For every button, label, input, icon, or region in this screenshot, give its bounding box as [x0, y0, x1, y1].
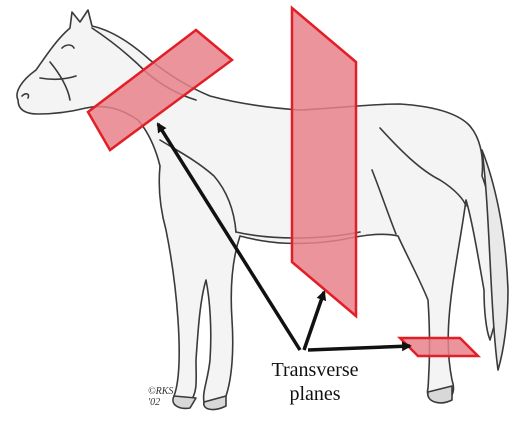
plane-trunk: [292, 8, 356, 316]
arrow-to-trunk-plane: [304, 292, 324, 350]
caption-line-1: Transverse: [250, 358, 380, 382]
artist-signature: ©RKS '02: [148, 386, 188, 408]
transverse-planes-label: Transverse planes: [250, 358, 380, 406]
plane-hind-leg: [400, 338, 478, 356]
signature-line-2: '02: [148, 397, 188, 408]
signature-line-1: ©RKS: [148, 386, 188, 397]
caption-line-2: planes: [250, 382, 380, 406]
arrow-to-hind-plane: [308, 346, 410, 350]
